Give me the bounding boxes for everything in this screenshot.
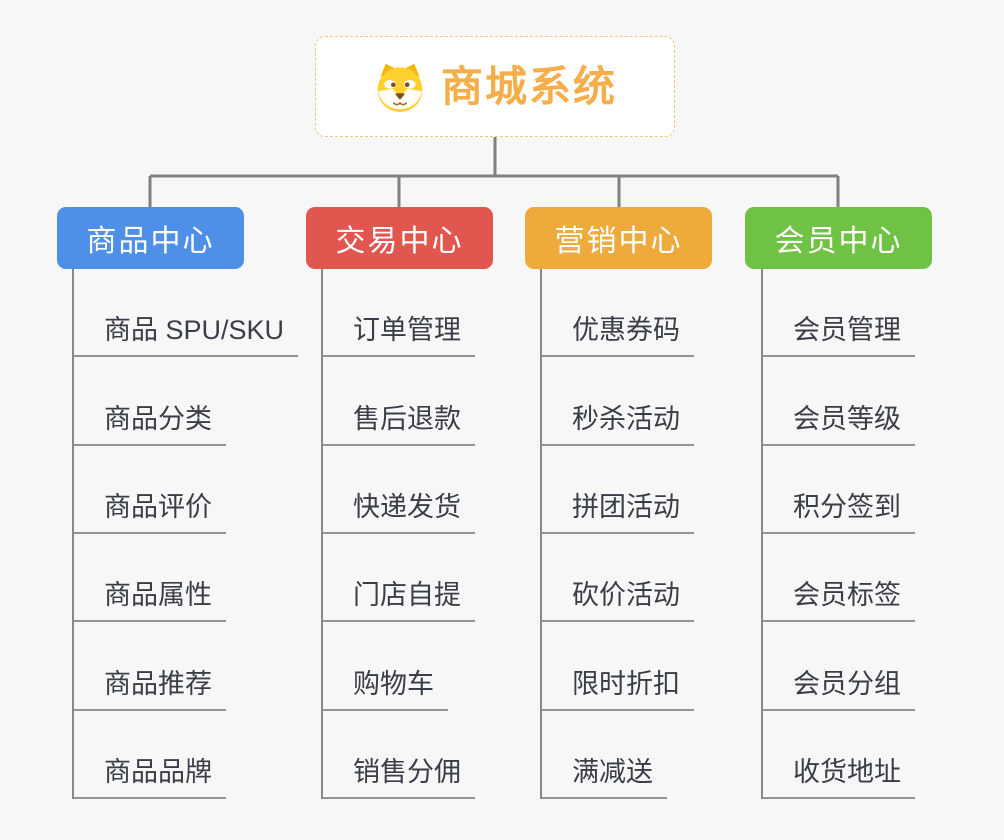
leaf-node[interactable]: 砍价活动 [542, 580, 694, 623]
leaf-row: 购物车 [323, 622, 475, 711]
tree-connector-path [148, 137, 840, 208]
leaf-node[interactable]: 会员等级 [763, 404, 915, 446]
leaf-node[interactable]: 会员分组 [763, 669, 915, 711]
leaf-row: 秒杀活动 [542, 357, 694, 446]
branch-items-trade: 订单管理 售后退款 快递发货 门店自提 购物车 销售分佣 [321, 269, 475, 799]
root-title: 商城系统 [440, 62, 617, 110]
leaf-node[interactable]: 秒杀活动 [542, 404, 694, 446]
leaf-node[interactable]: 优惠券码 [542, 315, 694, 358]
leaf-node[interactable]: 商品品牌 [74, 757, 226, 799]
leaf-row: 积分签到 [763, 446, 915, 534]
leaf-node[interactable]: 商品推荐 [74, 669, 226, 711]
leaf-node[interactable]: 会员管理 [763, 315, 915, 358]
leaf-row: 优惠券码 [542, 269, 694, 358]
branch-node-trade-center[interactable]: 交易中心 [306, 207, 493, 269]
leaf-node[interactable]: 售后退款 [323, 404, 475, 446]
leaf-row: 快递发货 [323, 446, 475, 534]
leaf-node[interactable]: 收货地址 [763, 757, 915, 799]
leaf-row: 门店自提 [323, 534, 475, 623]
leaf-row: 销售分佣 [323, 711, 475, 799]
leaf-row: 砍价活动 [542, 534, 694, 623]
leaf-node[interactable]: 购物车 [323, 669, 448, 711]
leaf-row: 商品品牌 [74, 711, 298, 799]
root-node[interactable]: 商城系统 [315, 36, 675, 137]
leaf-row: 限时折扣 [542, 622, 694, 711]
leaf-node[interactable]: 门店自提 [323, 580, 475, 623]
leaf-node[interactable]: 商品属性 [74, 580, 226, 623]
leaf-node[interactable]: 快递发货 [323, 492, 475, 534]
branch-items-member: 会员管理 会员等级 积分签到 会员标签 会员分组 收货地址 [761, 269, 915, 799]
leaf-row: 拼团活动 [542, 446, 694, 534]
leaf-node[interactable]: 商品 SPU/SKU [74, 315, 299, 358]
branch-items-product: 商品 SPU/SKU 商品分类 商品评价 商品属性 商品推荐 商品品牌 [72, 269, 299, 799]
leaf-node[interactable]: 销售分佣 [323, 757, 475, 799]
leaf-row: 商品评价 [74, 446, 298, 534]
leaf-row: 满减送 [542, 711, 694, 799]
leaf-node[interactable]: 限时折扣 [542, 669, 694, 711]
branch-items-marketing: 优惠券码 秒杀活动 拼团活动 砍价活动 限时折扣 满减送 [540, 269, 694, 799]
leaf-row: 会员管理 [763, 269, 915, 358]
leaf-node[interactable]: 会员标签 [763, 580, 915, 623]
leaf-node[interactable]: 满减送 [542, 757, 667, 799]
leaf-node[interactable]: 商品分类 [74, 404, 226, 446]
leaf-row: 会员等级 [763, 357, 915, 446]
leaf-row: 收货地址 [763, 711, 915, 799]
leaf-row: 会员分组 [763, 622, 915, 711]
leaf-row: 会员标签 [763, 534, 915, 623]
branch-node-marketing-center[interactable]: 营销中心 [525, 207, 712, 269]
leaf-row: 商品 SPU/SKU [74, 269, 299, 358]
branch-node-member-center[interactable]: 会员中心 [745, 207, 932, 269]
leaf-row: 商品属性 [74, 534, 298, 623]
leaf-node[interactable]: 拼团活动 [542, 492, 694, 534]
leaf-node[interactable]: 积分签到 [763, 492, 915, 534]
dog-face-icon [373, 62, 427, 112]
leaf-row: 售后退款 [323, 357, 475, 446]
branch-node-product-center[interactable]: 商品中心 [57, 207, 244, 269]
leaf-node[interactable]: 商品评价 [74, 492, 226, 534]
leaf-row: 订单管理 [323, 269, 475, 358]
leaf-row: 商品推荐 [74, 622, 298, 711]
leaf-node[interactable]: 订单管理 [323, 315, 475, 358]
leaf-row: 商品分类 [74, 357, 298, 446]
